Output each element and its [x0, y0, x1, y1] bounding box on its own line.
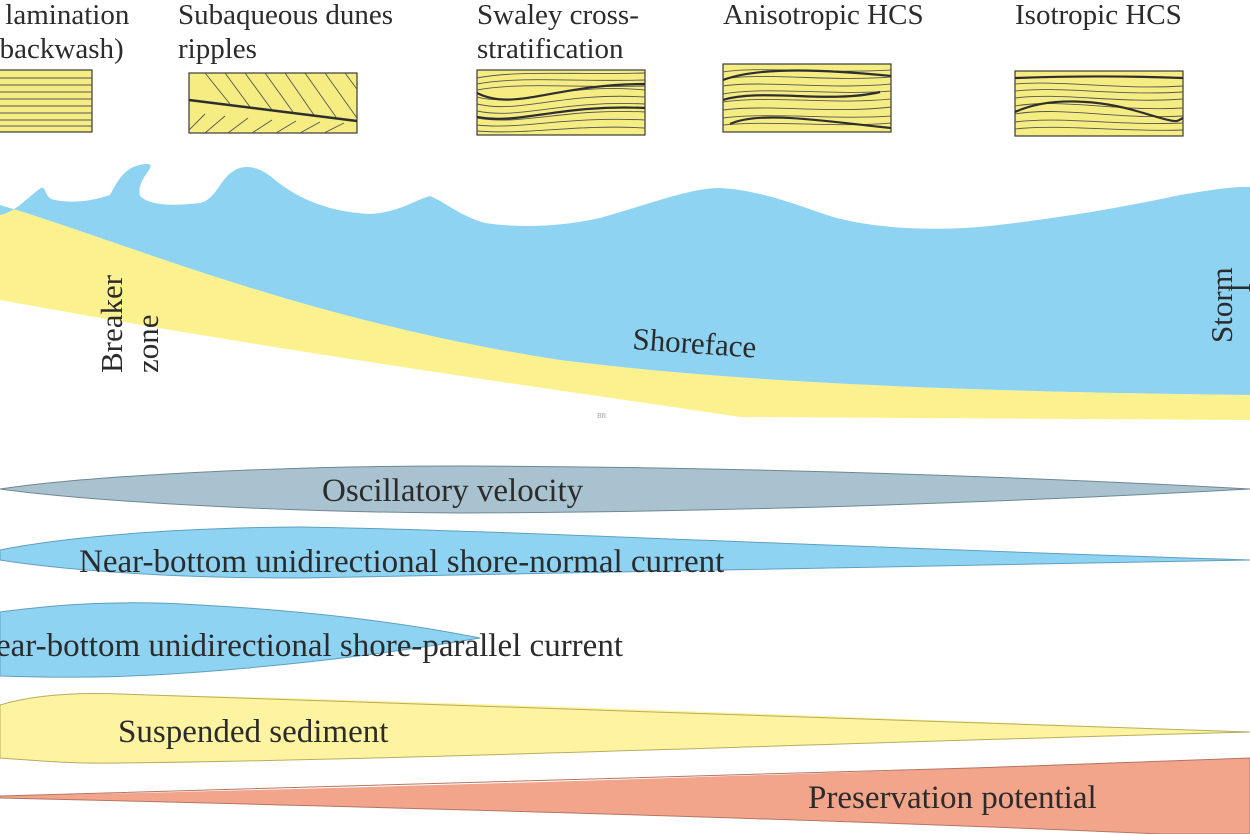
oscillatory-velocity-label: Oscillatory velocity: [322, 473, 584, 509]
structure-3-title-line2: stratification: [477, 33, 624, 65]
structure-1-title-line1: l lamination: [0, 0, 130, 31]
swaley-cross-stratification-sketch: [476, 69, 646, 136]
structure-3-title-line1: Swaley cross-: [477, 0, 639, 31]
shore-normal-current-band: Near-bottom unidirectional shore-normal …: [0, 526, 1250, 580]
structure-2-title-line1: Subaqueous dunes: [178, 0, 393, 31]
structure-5-title: Isotropic HCS: [1015, 0, 1182, 31]
storm-label: Storm: [1204, 267, 1239, 343]
shoreface-profile: Breaker zone Shoreface Storm l BR: [0, 163, 1250, 420]
process-bands: Oscillatory velocity Near-bottom unidire…: [0, 465, 1250, 834]
structure-1-title-line2: -backwash): [0, 33, 124, 65]
breaker-zone-label-line2: zone: [130, 314, 165, 373]
shore-parallel-current-label: ear-bottom unidirectional shore-parallel…: [0, 628, 623, 664]
structure-header: l lamination -backwash) Subaqueous dunes…: [0, 0, 1182, 65]
suspended-sediment-label: Suspended sediment: [118, 714, 388, 750]
preservation-potential-label: Preservation potential: [808, 780, 1097, 816]
author-credit: BR: [597, 412, 607, 420]
shore-normal-current-label: Near-bottom unidirectional shore-normal …: [79, 544, 724, 580]
parallel-lamination-sketch: [0, 69, 93, 133]
dune-ripple-sketch: [188, 72, 358, 134]
suspended-sediment-band: Suspended sediment: [0, 692, 1250, 764]
storm-label-cut: l: [1222, 283, 1250, 292]
isotropic-hcs-sketch: [1014, 70, 1184, 137]
breaker-zone-label-line1: Breaker: [94, 274, 129, 373]
shore-parallel-current-band: ear-bottom unidirectional shore-parallel…: [0, 602, 623, 678]
oscillatory-velocity-band: Oscillatory velocity: [0, 465, 1250, 514]
structure-2-title-line2: ripples: [178, 33, 257, 65]
sand-body: [0, 205, 1250, 420]
preservation-potential-band: Preservation potential: [0, 757, 1250, 834]
anisotropic-hcs-sketch: [722, 63, 892, 133]
shoreface-label: Shoreface: [632, 321, 758, 365]
water-body: [0, 163, 1250, 395]
structure-4-title: Anisotropic HCS: [723, 0, 924, 31]
